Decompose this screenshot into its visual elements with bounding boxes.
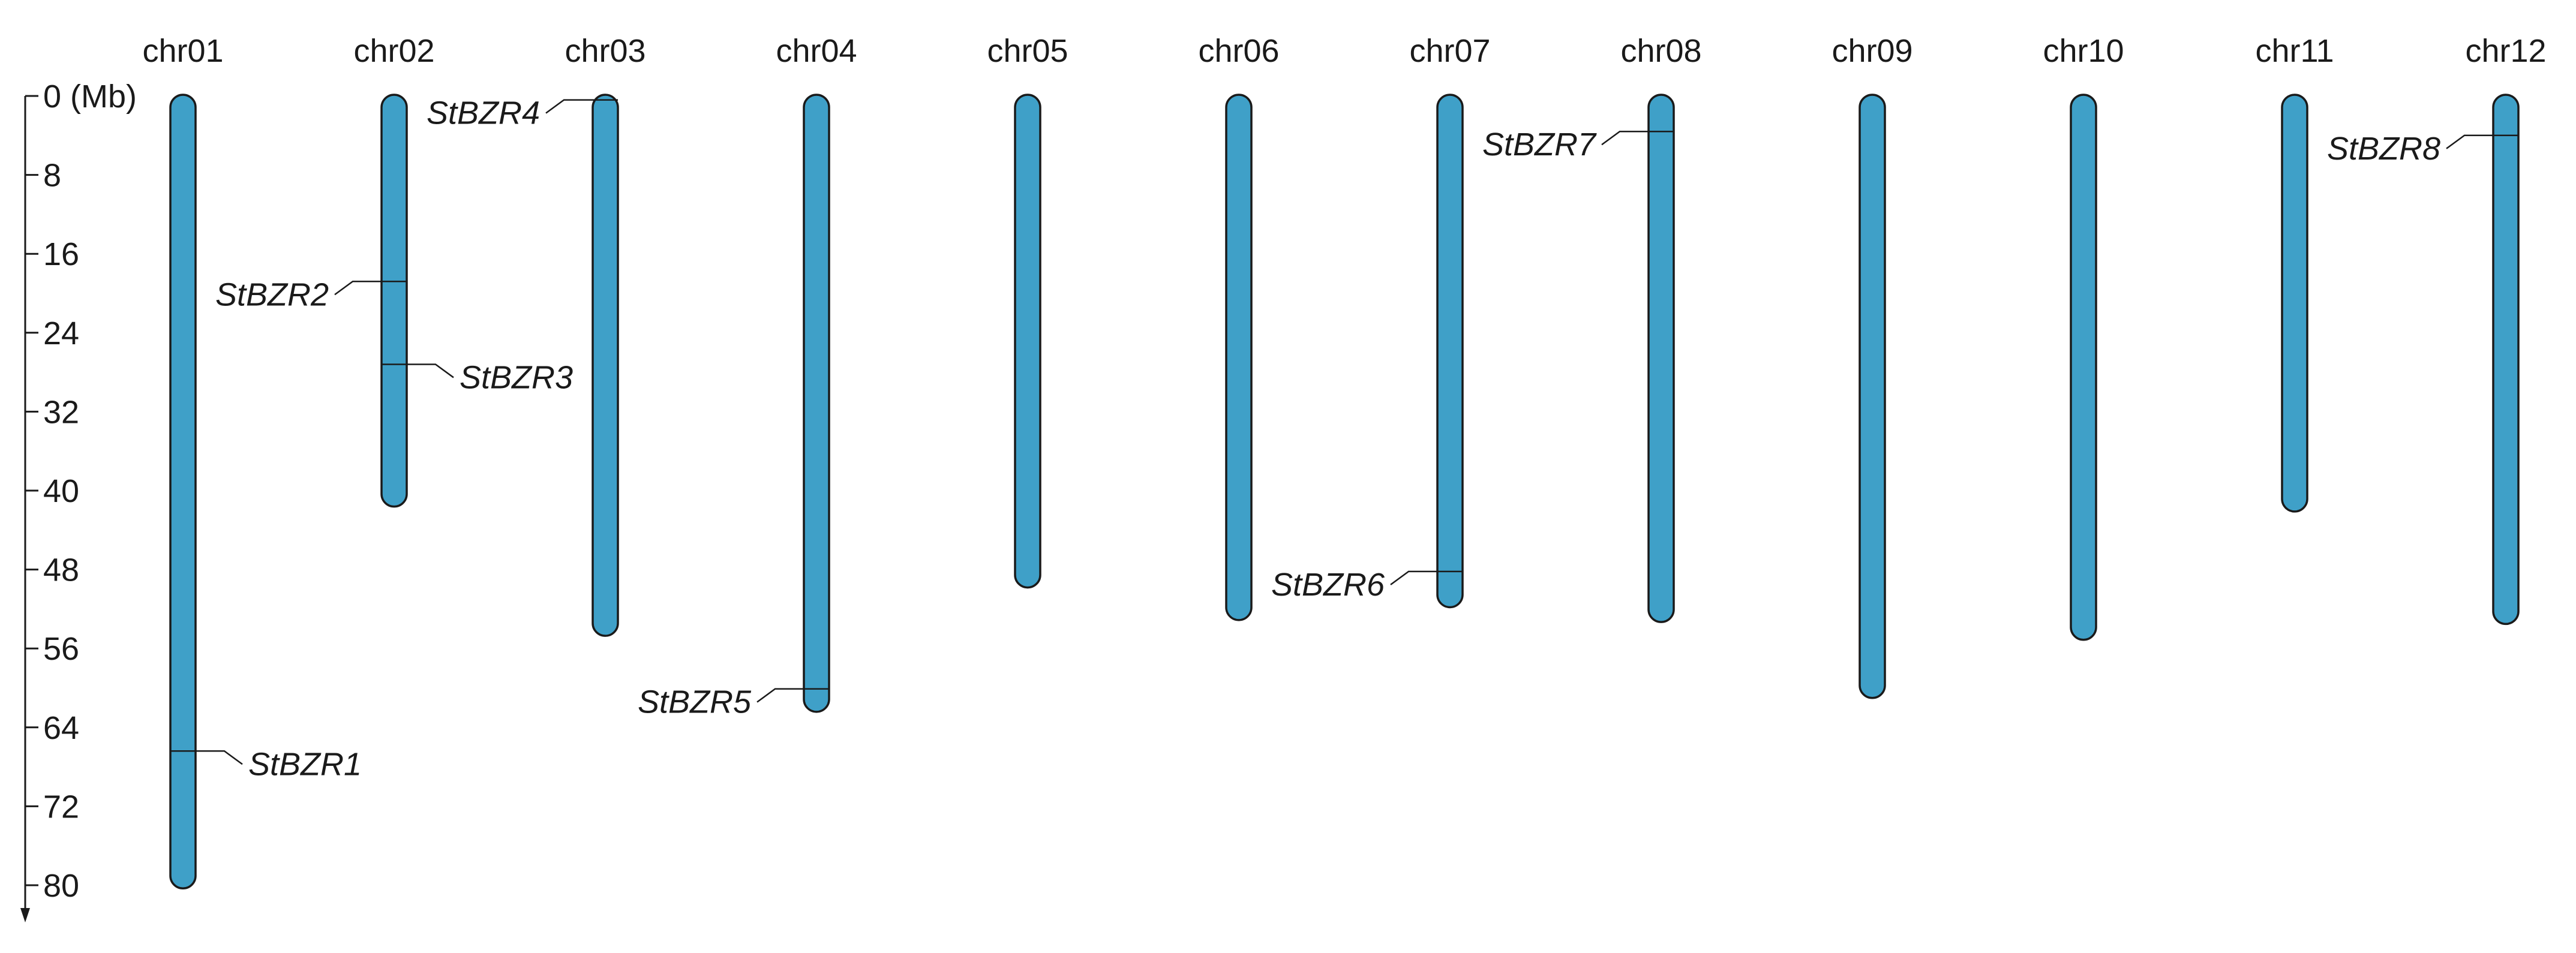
chromosome-chr01 <box>169 94 197 890</box>
gene-leader-StBZR7 <box>1601 130 1649 146</box>
chromosome-chr04 <box>803 94 830 713</box>
chromosome-label-chr03: chr03 <box>565 33 645 69</box>
gene-leader-StBZR2 <box>334 281 382 296</box>
chromosome-label-chr10: chr10 <box>2043 33 2124 69</box>
axis-tick-label: 40 <box>43 473 79 509</box>
scale-axis: 0 (Mb) 8 16 24 32 40 48 56 64 72 80 <box>20 79 137 922</box>
axis-tick-label: 32 <box>43 394 79 430</box>
axis-arrow-icon <box>20 908 30 922</box>
gene-label-StBZR4: StBZR4 <box>427 95 540 131</box>
chromosome-chr10 <box>2070 94 2097 641</box>
chromosome-chr11 <box>2281 94 2308 513</box>
chromosome-chr02 <box>380 94 408 508</box>
gene-label-StBZR6: StBZR6 <box>1271 567 1385 603</box>
chromosome-label-chr04: chr04 <box>776 33 857 69</box>
chromosome-chr08 <box>1647 94 1675 623</box>
chromosome-chr03 <box>592 94 619 637</box>
chromosome-label-chr05: chr05 <box>987 33 1068 69</box>
gene-leader-StBZR3 <box>407 363 454 378</box>
chromosome-chr06 <box>1225 94 1253 621</box>
axis-tick-label: 16 <box>43 236 79 272</box>
chromosome-label-chr08: chr08 <box>1620 33 1701 69</box>
axis-tick-label: 0 (Mb) <box>43 79 137 115</box>
gene-leader-StBZR8 <box>2446 134 2493 149</box>
chromosome-label-chr02: chr02 <box>353 33 434 69</box>
gene-leader-StBZR5 <box>756 688 804 703</box>
chromosome-label-chr01: chr01 <box>142 33 223 69</box>
gene-label-StBZR3: StBZR3 <box>460 359 573 395</box>
axis-tick-label: 8 <box>43 158 61 194</box>
axis-tick-label: 72 <box>43 789 79 825</box>
axis-tick-label: 24 <box>43 315 79 351</box>
axis-tick-label: 80 <box>43 868 79 904</box>
gene-label-StBZR7: StBZR7 <box>1482 127 1597 163</box>
gene-label-StBZR2: StBZR2 <box>215 276 329 312</box>
chromosome-chr05 <box>1014 94 1041 589</box>
chromosome-label-chr06: chr06 <box>1198 33 1279 69</box>
chromosome-label-chr07: chr07 <box>1409 33 1490 69</box>
chromosome-label-chr11: chr11 <box>2255 33 2334 69</box>
chromosomes: chr01 chr02 chr03 chr04 chr05 chr06 chr07 chr08… <box>142 33 2547 890</box>
gene-leader-StBZR4 <box>545 99 593 114</box>
chromosome-chr12 <box>2492 94 2520 626</box>
gene-label-StBZR5: StBZR5 <box>638 684 752 720</box>
axis-tick-label: 48 <box>43 552 79 588</box>
chromosome-label-chr12: chr12 <box>2465 33 2546 69</box>
chromosome-label-chr09: chr09 <box>1832 33 1913 69</box>
gene-label-StBZR8: StBZR8 <box>2327 131 2440 167</box>
gene-leader-StBZR6 <box>1390 570 1437 585</box>
axis-tick-label: 56 <box>43 631 79 667</box>
axis-tick-label: 64 <box>43 710 79 746</box>
chromosome-chr07 <box>1436 94 1464 609</box>
gene-leader-StBZR1 <box>196 750 243 765</box>
gene-label-StBZR1: StBZR1 <box>248 746 362 782</box>
chromosome-chr09 <box>1859 94 1886 699</box>
